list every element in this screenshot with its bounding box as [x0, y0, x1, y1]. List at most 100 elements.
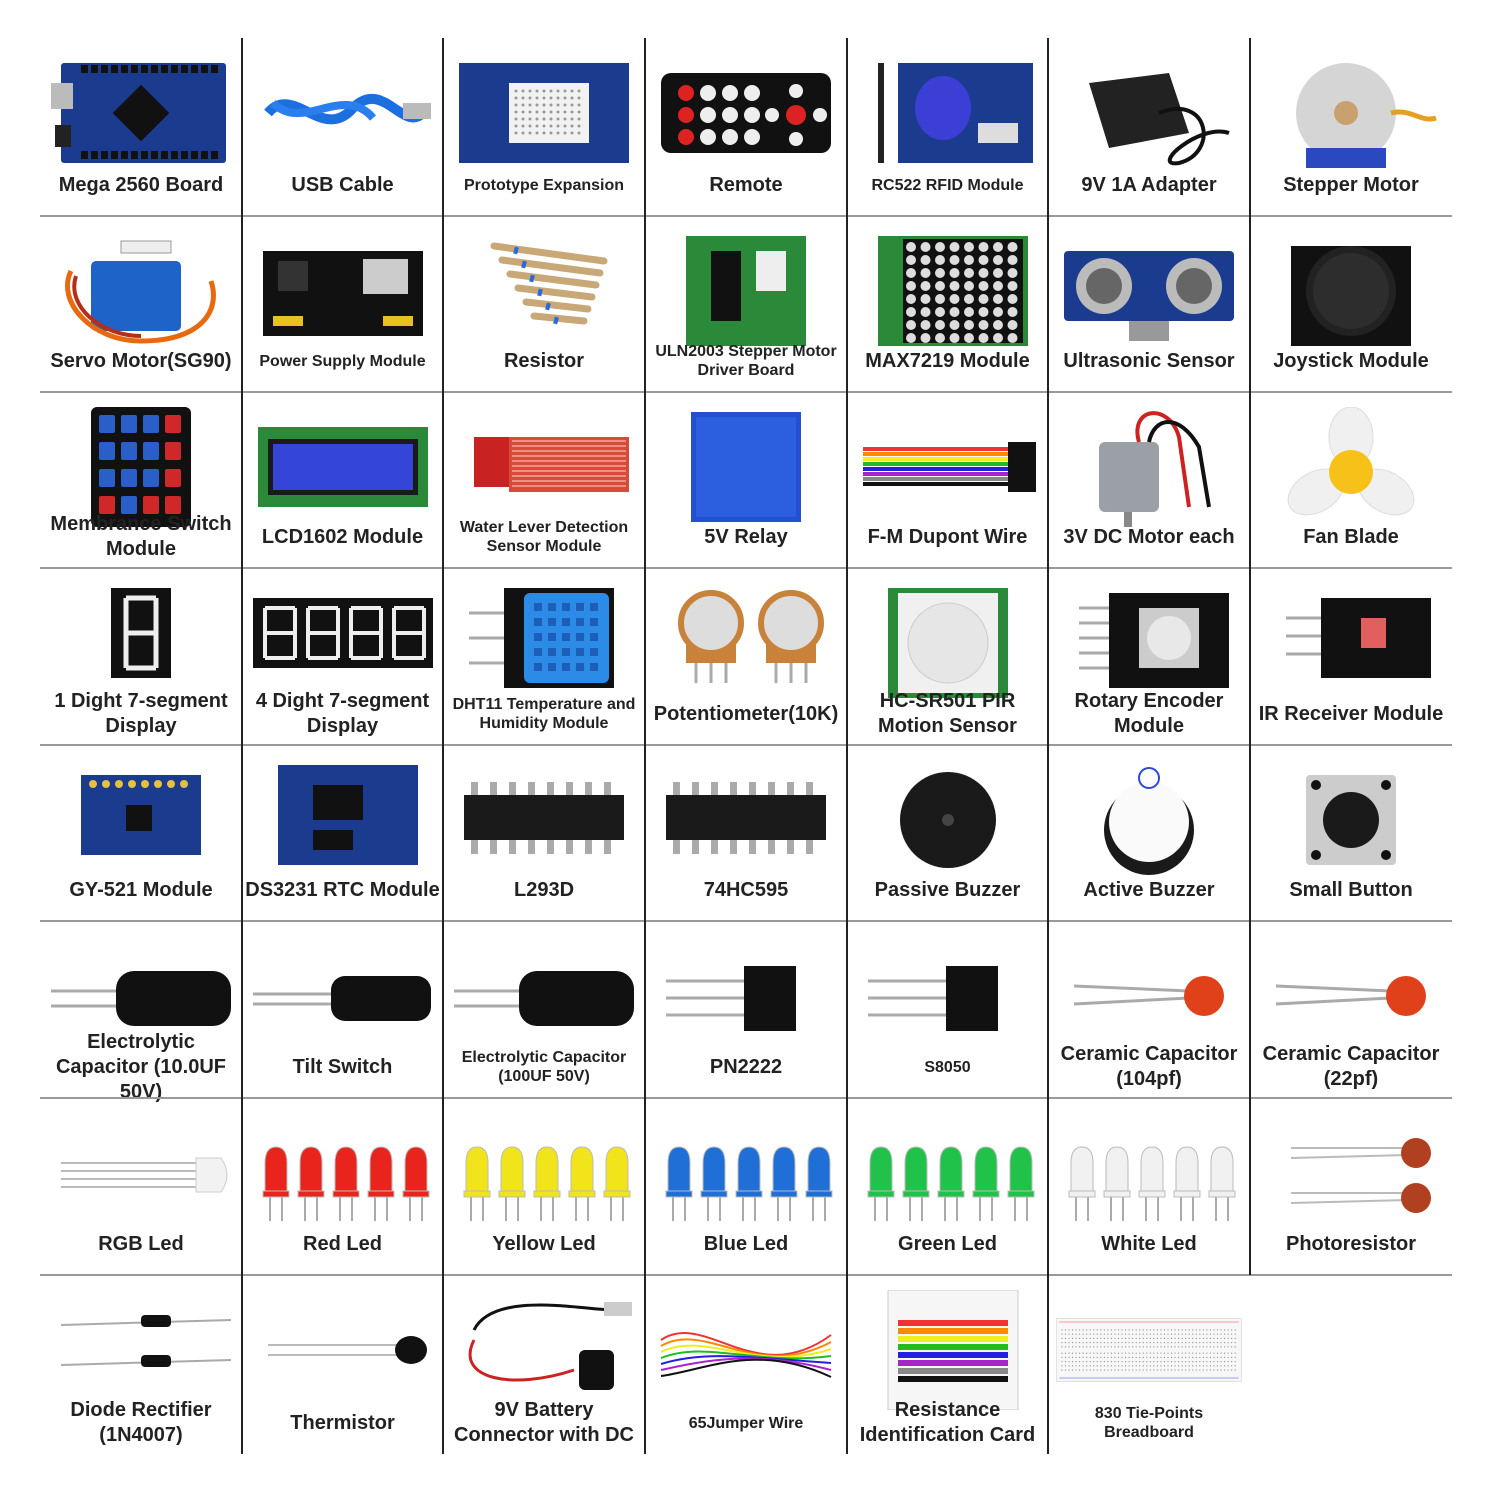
component-cell: Electrolytic Capacitor (100UF 50V) [443, 921, 645, 1098]
component-label: Mega 2560 Board [58, 173, 224, 196]
seven-seg-1-icon [46, 578, 236, 708]
component-label: 5V Relay [704, 525, 788, 548]
photoresistor-icon [1256, 1108, 1446, 1238]
jumper-wire-icon [651, 1285, 841, 1415]
ceramic-cap-icon [1256, 931, 1446, 1061]
rfid-icon [853, 48, 1042, 178]
row-divider [40, 1097, 1452, 1099]
proto-shield-icon [449, 48, 639, 178]
component-cell: Green Led [847, 1098, 1048, 1275]
component-cell: Potentiometer(10K) [645, 568, 847, 745]
component-cell: Resistor [443, 216, 645, 392]
remote-icon [651, 48, 841, 178]
component-cell: F-M Dupont Wire [847, 392, 1048, 568]
column-divider [442, 38, 444, 1454]
relay-icon [651, 402, 841, 532]
dht11-icon [449, 578, 639, 708]
component-cell: Blue Led [645, 1098, 847, 1275]
usb-cable-icon [248, 48, 437, 178]
component-label: 9V 1A Adapter [1081, 173, 1217, 196]
led-icon [449, 1108, 639, 1238]
ultrasonic-icon [1054, 226, 1244, 356]
driver-board-icon [651, 226, 841, 356]
component-label: L293D [513, 878, 575, 901]
component-label: RGB Led [98, 1232, 184, 1255]
column-divider [241, 38, 243, 1454]
resistor-card-icon [853, 1285, 1042, 1415]
component-label: Electrolytic Capacitor (100UF 50V) [461, 1049, 627, 1085]
lcd-icon [248, 402, 437, 532]
component-cell: Remote [645, 38, 847, 216]
electrolytic-cap-icon [449, 931, 639, 1061]
column-divider [1249, 38, 1251, 1275]
component-label: Power Supply Module [259, 352, 426, 370]
component-cell: Small Button [1250, 745, 1452, 921]
component-label: HC-SR501 PIR Motion Sensor [878, 690, 1017, 737]
dupont-wire-icon [853, 402, 1042, 532]
component-label: Rotary Encoder Module [1074, 690, 1224, 737]
component-cell: DS3231 RTC Module [242, 745, 443, 921]
tilt-switch-icon [248, 931, 437, 1061]
row-divider [40, 391, 1452, 393]
component-cell: Thermistor [242, 1275, 443, 1454]
component-cell: Water Lever Detection Sensor Module [443, 392, 645, 568]
led-icon [651, 1108, 841, 1238]
component-label: 65Jumper Wire [688, 1414, 804, 1432]
row-divider [40, 215, 1452, 217]
gy521-icon [46, 755, 236, 885]
component-label: Fan Blade [1303, 525, 1399, 548]
led-icon [853, 1108, 1042, 1238]
component-label: Small Button [1289, 878, 1413, 901]
row-divider [40, 567, 1452, 569]
column-divider [644, 38, 646, 1454]
component-label: Ceramic Capacitor (22pf) [1262, 1043, 1440, 1090]
component-cell: 1 Dight 7-segment Display [40, 568, 242, 745]
row-divider [40, 744, 1452, 746]
component-cell: 4 Dight 7-segment Display [242, 568, 443, 745]
keypad-icon [46, 402, 236, 532]
component-cell: Fan Blade [1250, 392, 1452, 568]
component-label: Red Led [303, 1232, 382, 1255]
transistor-icon [651, 931, 841, 1061]
component-cell: Membrance Switch Module [40, 392, 242, 568]
component-label: White Led [1101, 1232, 1197, 1255]
component-label: Stepper Motor [1283, 173, 1419, 196]
component-cell: Mega 2560 Board [40, 38, 242, 216]
column-divider [846, 38, 848, 1454]
component-cell: Stepper Motor [1250, 38, 1452, 216]
breadboard-icon [1054, 1285, 1244, 1415]
component-label: Active Buzzer [1083, 878, 1215, 901]
component-label: Photoresistor [1285, 1232, 1417, 1255]
rtc-icon [248, 755, 437, 885]
component-cell: 3V DC Motor each [1048, 392, 1250, 568]
row-divider [40, 1274, 1452, 1276]
component-label: DHT11 Temperature and Humidity Module [452, 696, 636, 732]
pir-sensor-icon [853, 578, 1042, 708]
rotary-encoder-icon [1054, 578, 1244, 708]
component-cell: 74HC595 [645, 745, 847, 921]
component-label: Diode Rectifier (1N4007) [70, 1399, 212, 1446]
component-cell: Photoresistor [1250, 1098, 1452, 1275]
component-label: LCD1602 Module [261, 525, 424, 548]
power-module-icon [248, 226, 437, 356]
component-label: Ceramic Capacitor (104pf) [1060, 1043, 1238, 1090]
component-cell: Tilt Switch [242, 921, 443, 1098]
component-cell: 9V 1A Adapter [1048, 38, 1250, 216]
row-divider [40, 920, 1452, 922]
component-label: Tilt Switch [292, 1055, 393, 1078]
component-label: 4 Dight 7-segment Display [255, 690, 430, 737]
component-cell: Diode Rectifier (1N4007) [40, 1275, 242, 1454]
component-label: F-M Dupont Wire [867, 525, 1028, 548]
component-label: S8050 [924, 1058, 971, 1076]
component-label: Ultrasonic Sensor [1063, 349, 1235, 372]
battery-connector-icon [449, 1285, 639, 1415]
component-cell: 830 Tie-Points Breadboard [1048, 1275, 1250, 1454]
component-cell: 5V Relay [645, 392, 847, 568]
component-label: Membrance Switch Module [50, 513, 232, 560]
component-cell: Passive Buzzer [847, 745, 1048, 921]
component-cell: Resistance Identification Card [847, 1275, 1048, 1454]
led-icon [1054, 1108, 1244, 1238]
component-cell: RGB Led [40, 1098, 242, 1275]
stepper-motor-icon [1256, 48, 1446, 178]
component-label: MAX7219 Module [865, 349, 1030, 372]
